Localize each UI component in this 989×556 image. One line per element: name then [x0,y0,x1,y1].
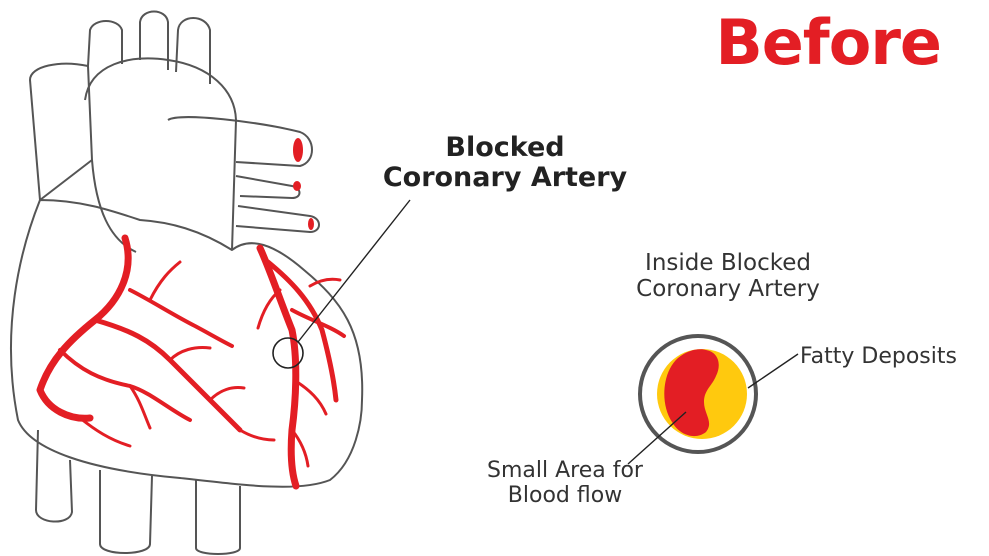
aorta-branch-right [176,18,210,84]
fatty-leader-line [748,354,798,388]
blocked-label-line-1: Blocked [355,133,655,163]
inside-label-line-2: Coronary Artery [598,276,858,302]
vessel-opening-3 [308,218,314,230]
page-title: Before [715,6,941,79]
right-coronary-branch [240,430,274,440]
heart-body-outline [11,200,362,487]
left-coronary-branch [292,310,344,336]
blockage-leader-line [298,200,410,342]
aorta-branch-middle [140,12,168,71]
inferior-vessel-2 [100,470,152,553]
pulmonary-vein-2 [236,206,319,232]
fatty-deposits-label: Fatty Deposits [800,344,957,369]
right-coronary-branch [170,348,210,361]
blood-flow-label-line-1: Small Area for [470,458,660,483]
atrium-outline [92,160,136,252]
inside-artery-label: Inside Blocked Coronary Artery [598,250,858,302]
right-coronary-branch [150,262,180,300]
right-coronary-branch [80,418,130,446]
blocked-artery-label: Blocked Coronary Artery [355,133,655,193]
aorta-branch-left [88,21,122,66]
pulmonary-vein-1 [236,176,300,198]
vena-cava-outline [30,64,92,200]
pulmonary-artery [168,117,312,166]
blood-flow-label-line-2: Blood flow [470,483,660,508]
inferior-vessel-3 [196,480,240,554]
right-coronary-branch [210,388,244,401]
aortic-arch [85,58,236,250]
blocked-label-line-2: Coronary Artery [355,163,655,193]
vessel-opening-2 [293,181,301,191]
vessel-opening-1 [293,138,303,162]
blood-flow-label: Small Area for Blood flow [470,458,660,508]
left-coronary-branch [268,262,336,400]
inside-label-line-1: Inside Blocked [598,250,858,276]
